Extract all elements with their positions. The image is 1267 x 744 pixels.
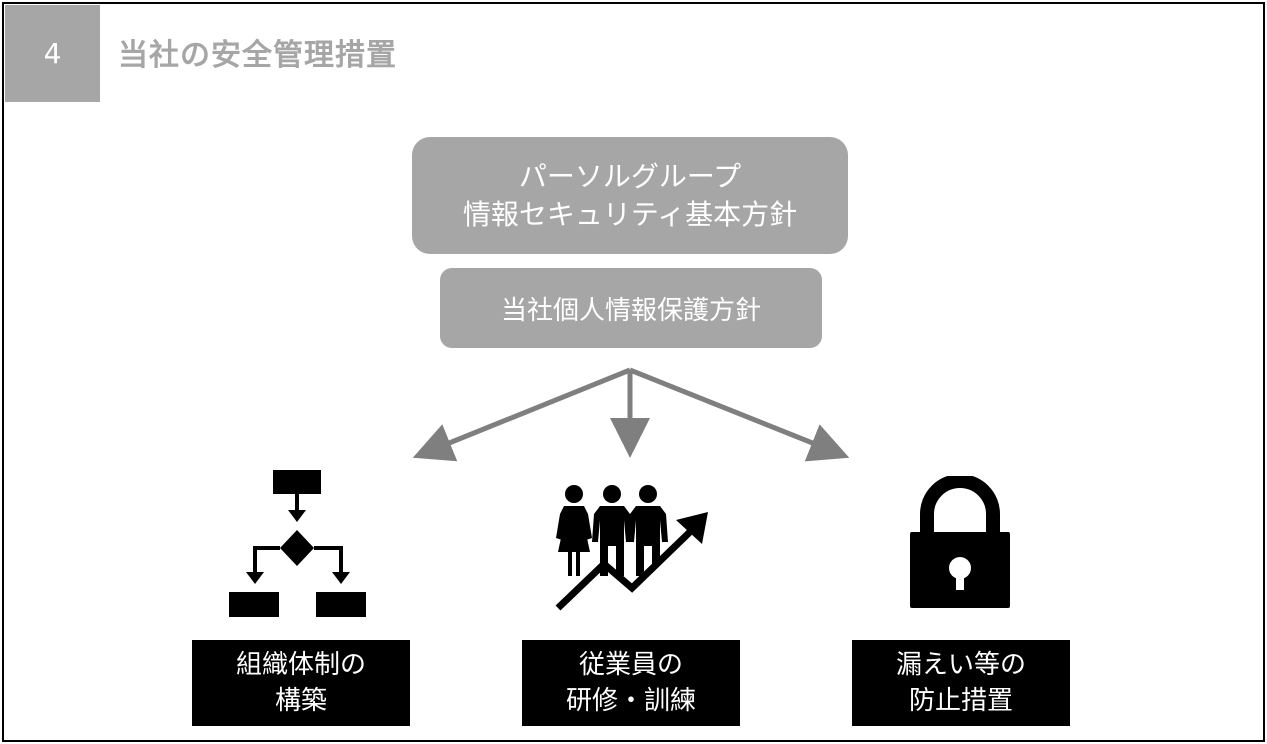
company-privacy-policy-box: 当社個人情報保護方針 [440,268,822,348]
measure-organization: 組織体制の 構築 [192,640,410,726]
flowchart-icon [229,470,366,617]
measure-training-line1: 従業員の [578,650,683,680]
slide-title: 当社の安全管理措置 [118,38,397,73]
arrow-left [412,367,631,462]
measure-leak-prevention-line1: 漏えい等の [895,650,1026,680]
measure-leak-prevention: 漏えい等の 防止措置 [852,640,1070,726]
group-security-policy-box: パーソルグループ 情報セキュリティ基本方針 [412,137,848,254]
company-policy-label: 当社個人情報保護方針 [500,295,761,326]
measure-organization-line1: 組織体制の [235,650,366,680]
arrow-right [629,367,850,462]
group-policy-line1: パーソルグループ [518,159,742,193]
slide-number: 4 [43,37,62,70]
group-policy-line2: 情報セキュリティ基本方針 [462,197,798,231]
measure-organization-line2: 構築 [274,686,327,716]
people-growth-icon [555,485,708,611]
measure-leak-prevention-line2: 防止措置 [908,686,1013,716]
padlock-icon [910,476,1010,608]
measure-training: 従業員の 研修・訓練 [522,640,740,726]
measure-training-line2: 研修・訓練 [565,686,696,716]
slide-number-badge: 4 [5,5,100,102]
